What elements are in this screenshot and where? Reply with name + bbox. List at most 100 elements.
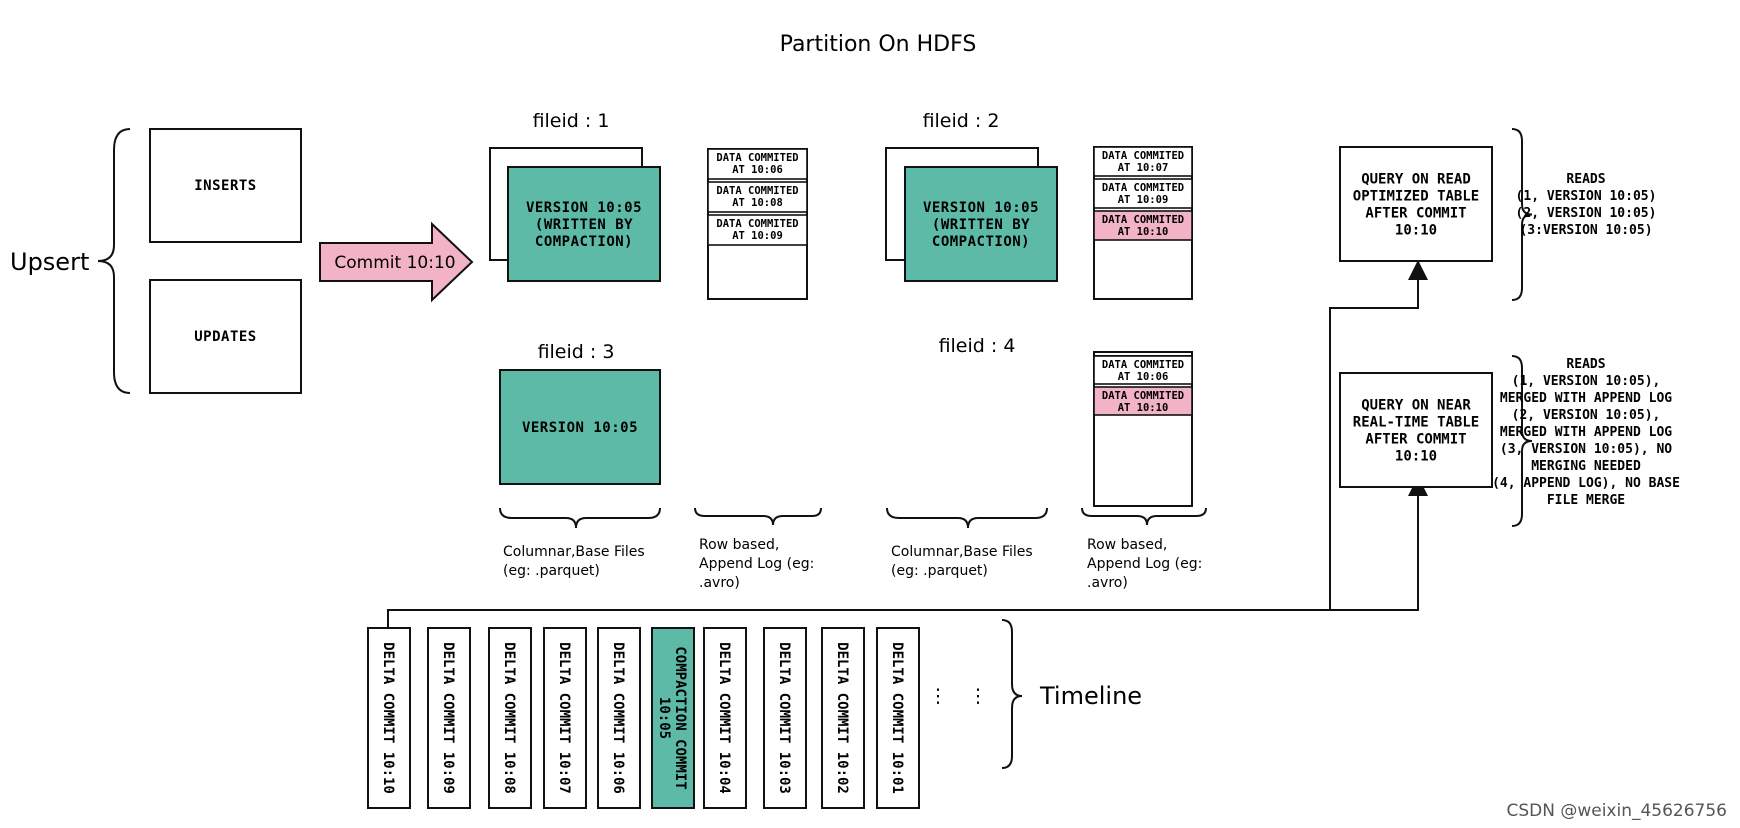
log-entry-highlight bbox=[1093, 386, 1193, 416]
file-id-label: fileid : 1 bbox=[533, 110, 610, 132]
timeline-brace bbox=[1001, 619, 1023, 769]
commit-label: COMPACTION COMMIT bbox=[672, 646, 688, 789]
caption-group-rowbased-1: Row based, Append Log (eg: .avro) bbox=[694, 507, 822, 591]
log-entry-label: DATA COMMITED bbox=[1102, 214, 1184, 226]
compaction-commit bbox=[651, 627, 695, 809]
delta-commit bbox=[543, 627, 587, 809]
updates-box: UPDATES bbox=[149, 279, 302, 394]
log-entry bbox=[1093, 178, 1193, 209]
commit-label-group: DELTA COMMIT 10:07 bbox=[556, 642, 572, 794]
caption-brace bbox=[886, 507, 1048, 529]
reads-label: MERGED WITH APPEND LOG bbox=[1500, 391, 1672, 406]
query-box-label: AFTER COMMIT bbox=[1365, 432, 1466, 448]
reads-label: (2, VERSION 10:05), bbox=[1512, 408, 1661, 423]
upsert-label: Upsert bbox=[10, 248, 89, 276]
delta-commit bbox=[876, 627, 920, 809]
commit-label: DELTA COMMIT 10:08 bbox=[501, 642, 517, 794]
log-entry-label: AT 10:10 bbox=[1118, 226, 1169, 238]
reads-label: (1, VERSION 10:05) bbox=[1516, 189, 1657, 204]
query-box-label: OPTIMIZED TABLE bbox=[1353, 189, 1479, 205]
caption-rowbased-line1: Row based, bbox=[1087, 537, 1167, 553]
commit-label-group: DELTA COMMIT 10:03 bbox=[776, 642, 792, 794]
commit-label-group: DELTA COMMIT 10:04 bbox=[716, 642, 732, 794]
reads-label: (3, VERSION 10:05), NO bbox=[1500, 442, 1672, 457]
inserts-box: INSERTS bbox=[149, 128, 302, 243]
commit-label: 10:05 bbox=[656, 697, 672, 739]
commit-label: DELTA COMMIT 10:01 bbox=[889, 642, 905, 794]
log-entry-label: DATA COMMITED bbox=[1102, 150, 1184, 162]
updates-label: UPDATES bbox=[194, 329, 257, 345]
timeline-ellipsis-1: ⋮ bbox=[929, 685, 948, 707]
base-file-label: (WRITTEN BY bbox=[535, 217, 633, 233]
query-box-label: AFTER COMMIT bbox=[1365, 206, 1466, 222]
query-box-label: 10:10 bbox=[1395, 449, 1437, 465]
reads-label: (1, VERSION 10:05), bbox=[1512, 374, 1661, 389]
log-entry bbox=[1093, 355, 1193, 385]
caption-rowbased-line3: .avro) bbox=[1087, 575, 1128, 591]
delta-commit bbox=[427, 627, 471, 809]
log-entry-label: DATA COMMITED bbox=[716, 185, 798, 197]
reads-label: MERGED WITH APPEND LOG bbox=[1500, 425, 1672, 440]
reads-label: (3:VERSION 10:05) bbox=[1519, 223, 1652, 238]
log-entry bbox=[707, 148, 808, 180]
commit-label-group: DELTA COMMIT 10:10 bbox=[380, 642, 396, 794]
caption-brace bbox=[499, 507, 661, 529]
timeline-ellipsis-2: ⋮ bbox=[969, 685, 988, 707]
file-id-label: fileid : 3 bbox=[538, 341, 615, 363]
commit-label: DELTA COMMIT 10:07 bbox=[556, 642, 572, 794]
page-title: Partition On HDFS bbox=[780, 32, 977, 57]
inserts-label: INSERTS bbox=[194, 178, 257, 194]
log-entry-label: DATA COMMITED bbox=[1102, 359, 1184, 371]
reads-label: (2, VERSION 10:05) bbox=[1516, 206, 1657, 221]
reads-label: (4, APPEND LOG), NO BASE bbox=[1492, 476, 1680, 491]
log-entry-label: AT 10:06 bbox=[732, 164, 783, 176]
caption-rowbased-line1: Row based, bbox=[699, 537, 779, 553]
caption-group-rowbased-2: Row based, Append Log (eg: .avro) bbox=[1081, 507, 1207, 591]
reads-label: FILE MERGE bbox=[1547, 493, 1625, 508]
base-file-label: (WRITTEN BY bbox=[932, 217, 1030, 233]
caption-rowbased-line2: Append Log (eg: bbox=[699, 556, 814, 572]
commit-label: DELTA COMMIT 10:03 bbox=[776, 642, 792, 794]
timeline: DELTA COMMIT 10:10 DELTA COMMIT 10:09 DELT… bbox=[367, 627, 920, 809]
file-id-label: fileid : 2 bbox=[923, 110, 1000, 132]
base-file-label: VERSION 10:05 bbox=[522, 420, 638, 436]
commit-label: DELTA COMMIT 10:02 bbox=[834, 642, 850, 794]
commit-label-group: DELTA COMMIT 10:09 bbox=[440, 642, 456, 794]
base-file-box bbox=[499, 369, 661, 485]
query-box-label: 10:10 bbox=[1395, 223, 1437, 239]
base-file-box bbox=[904, 166, 1058, 282]
commit-label-group: DELTA COMMIT 10:02 bbox=[834, 642, 850, 794]
commit-label: DELTA COMMIT 10:09 bbox=[440, 642, 456, 794]
query-box-label: REAL-TIME TABLE bbox=[1353, 415, 1479, 431]
log-entry-label: DATA COMMITED bbox=[1102, 390, 1184, 402]
log-entry-highlight bbox=[1093, 210, 1193, 241]
commit-label-group: DELTA COMMIT 10:06 bbox=[610, 642, 626, 794]
commit-arrow: Commit 10:10 bbox=[319, 221, 474, 303]
delta-commit bbox=[703, 627, 747, 809]
delta-commit bbox=[763, 627, 807, 809]
base-file-label: VERSION 10:05 bbox=[923, 200, 1039, 216]
log-entry-label: AT 10:09 bbox=[732, 230, 783, 242]
delta-commit bbox=[821, 627, 865, 809]
log-entry-label: DATA COMMITED bbox=[716, 218, 798, 230]
reads-brace bbox=[1511, 128, 1533, 301]
reads-label: READS bbox=[1566, 172, 1605, 187]
log-entry bbox=[707, 214, 808, 246]
commit-label: DELTA COMMIT 10:10 bbox=[380, 642, 396, 794]
log-entry-label: AT 10:06 bbox=[1118, 371, 1169, 383]
caption-columnar-line2: (eg: .parquet) bbox=[503, 563, 600, 579]
delta-commit bbox=[367, 627, 411, 809]
file-id-label: fileid : 4 bbox=[939, 335, 1016, 357]
base-file-box bbox=[507, 166, 661, 282]
log-entry-label: DATA COMMITED bbox=[716, 152, 798, 164]
caption-group-columnar-1: Columnar,Base Files (eg: .parquet) bbox=[499, 507, 661, 579]
delta-commit bbox=[597, 627, 641, 809]
log-entry-label: AT 10:07 bbox=[1118, 162, 1169, 174]
timeline-label: Timeline bbox=[1039, 682, 1142, 710]
log-entry-label: AT 10:08 bbox=[732, 197, 783, 209]
